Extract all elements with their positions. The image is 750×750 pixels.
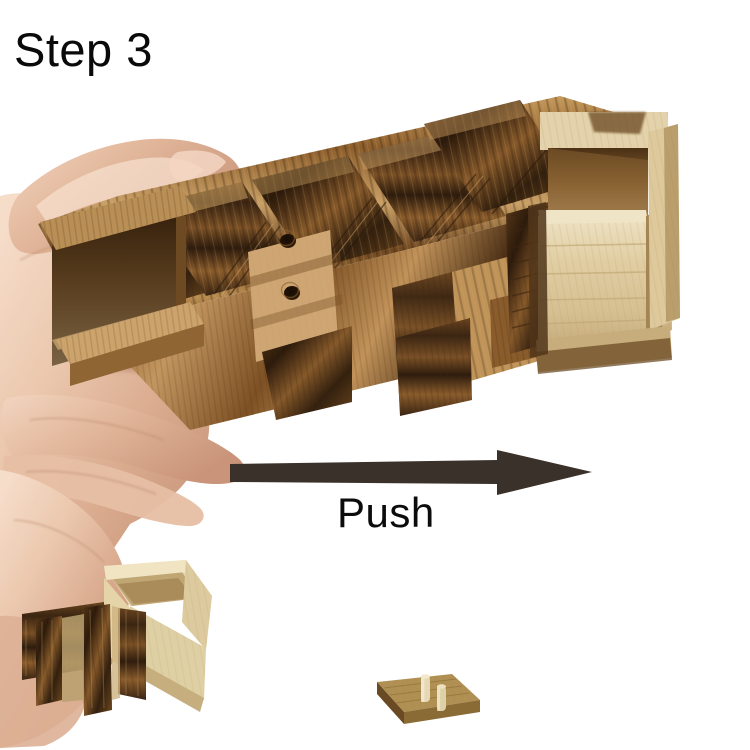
push-label: Push — [337, 489, 435, 536]
key-piece — [377, 674, 480, 724]
step-title: Step 3 — [14, 23, 153, 76]
center-panel — [246, 229, 343, 362]
removed-drawer — [22, 560, 212, 716]
drill-hole-upper — [280, 234, 296, 248]
sliding-drawer — [528, 112, 680, 374]
key-peg-right — [436, 684, 447, 711]
puzzle-box — [38, 96, 640, 430]
drill-hole-lower — [284, 286, 300, 300]
push-arrow — [230, 450, 592, 495]
key-peg-left — [420, 674, 431, 702]
